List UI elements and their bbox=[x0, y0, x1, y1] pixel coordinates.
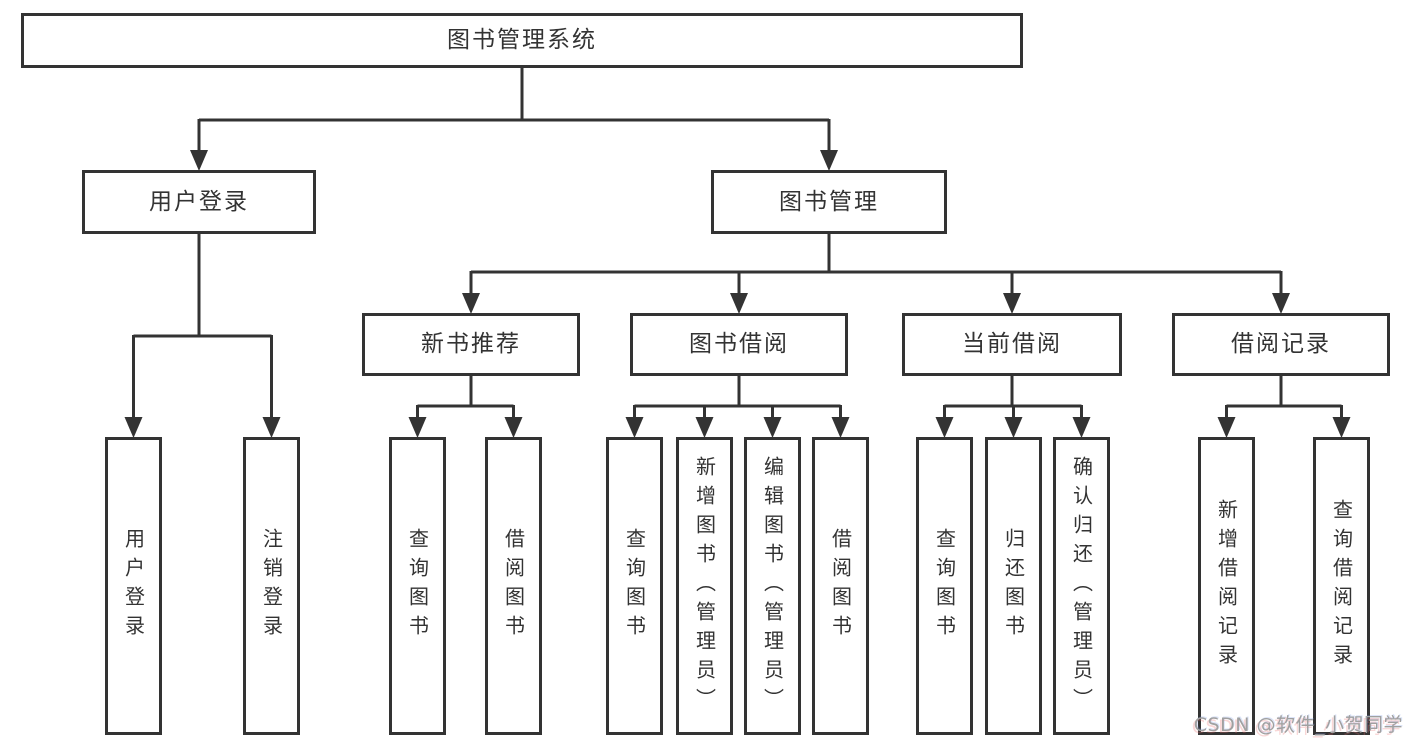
node-label: 查询图书 bbox=[405, 528, 430, 644]
node-label: 借阅图书 bbox=[828, 528, 853, 644]
node-label: 查询借阅记录 bbox=[1329, 499, 1354, 673]
node-borrow-books-borrowing: 借阅图书 bbox=[812, 437, 869, 735]
node-new-book-recommendation: 新书推荐 bbox=[362, 313, 580, 376]
csdn-watermark: CSDN @软件_小贺同学 bbox=[1193, 714, 1403, 736]
node-label: 注销登录 bbox=[259, 528, 284, 644]
node-add-borrow-record: 新增借阅记录 bbox=[1198, 437, 1255, 735]
node-label: 编辑图书（管理员） bbox=[760, 455, 785, 717]
node-query-borrow-record: 查询借阅记录 bbox=[1313, 437, 1370, 735]
node-edit-book-admin: 编辑图书（管理员） bbox=[744, 437, 801, 735]
node-return-books: 归还图书 bbox=[985, 437, 1042, 735]
node-book-management: 图书管理 bbox=[711, 170, 947, 234]
node-current-borrowing: 当前借阅 bbox=[902, 313, 1122, 376]
node-label: 归还图书 bbox=[1001, 528, 1026, 644]
node-library-management-system: 图书管理系统 bbox=[21, 13, 1023, 68]
node-user-login-action: 用户登录 bbox=[105, 437, 162, 735]
node-logout: 注销登录 bbox=[243, 437, 300, 735]
node-query-books-recommend: 查询图书 bbox=[389, 437, 446, 735]
node-user-login: 用户登录 bbox=[82, 170, 316, 234]
node-label: 新增图书（管理员） bbox=[692, 455, 717, 717]
node-query-books-borrowing: 查询图书 bbox=[606, 437, 663, 735]
node-query-books-current: 查询图书 bbox=[916, 437, 973, 735]
node-label: 确认归还（管理员） bbox=[1069, 455, 1094, 717]
node-label: 新增借阅记录 bbox=[1214, 499, 1239, 673]
node-borrowing-records: 借阅记录 bbox=[1172, 313, 1390, 376]
node-label: 查询图书 bbox=[932, 528, 957, 644]
node-label: 借阅图书 bbox=[501, 528, 526, 644]
node-book-borrowing: 图书借阅 bbox=[630, 313, 848, 376]
node-label: 查询图书 bbox=[622, 528, 647, 644]
node-add-book-admin: 新增图书（管理员） bbox=[676, 437, 733, 735]
node-confirm-return-admin: 确认归还（管理员） bbox=[1053, 437, 1110, 735]
node-borrow-books-recommend: 借阅图书 bbox=[485, 437, 542, 735]
node-label: 用户登录 bbox=[121, 528, 146, 644]
